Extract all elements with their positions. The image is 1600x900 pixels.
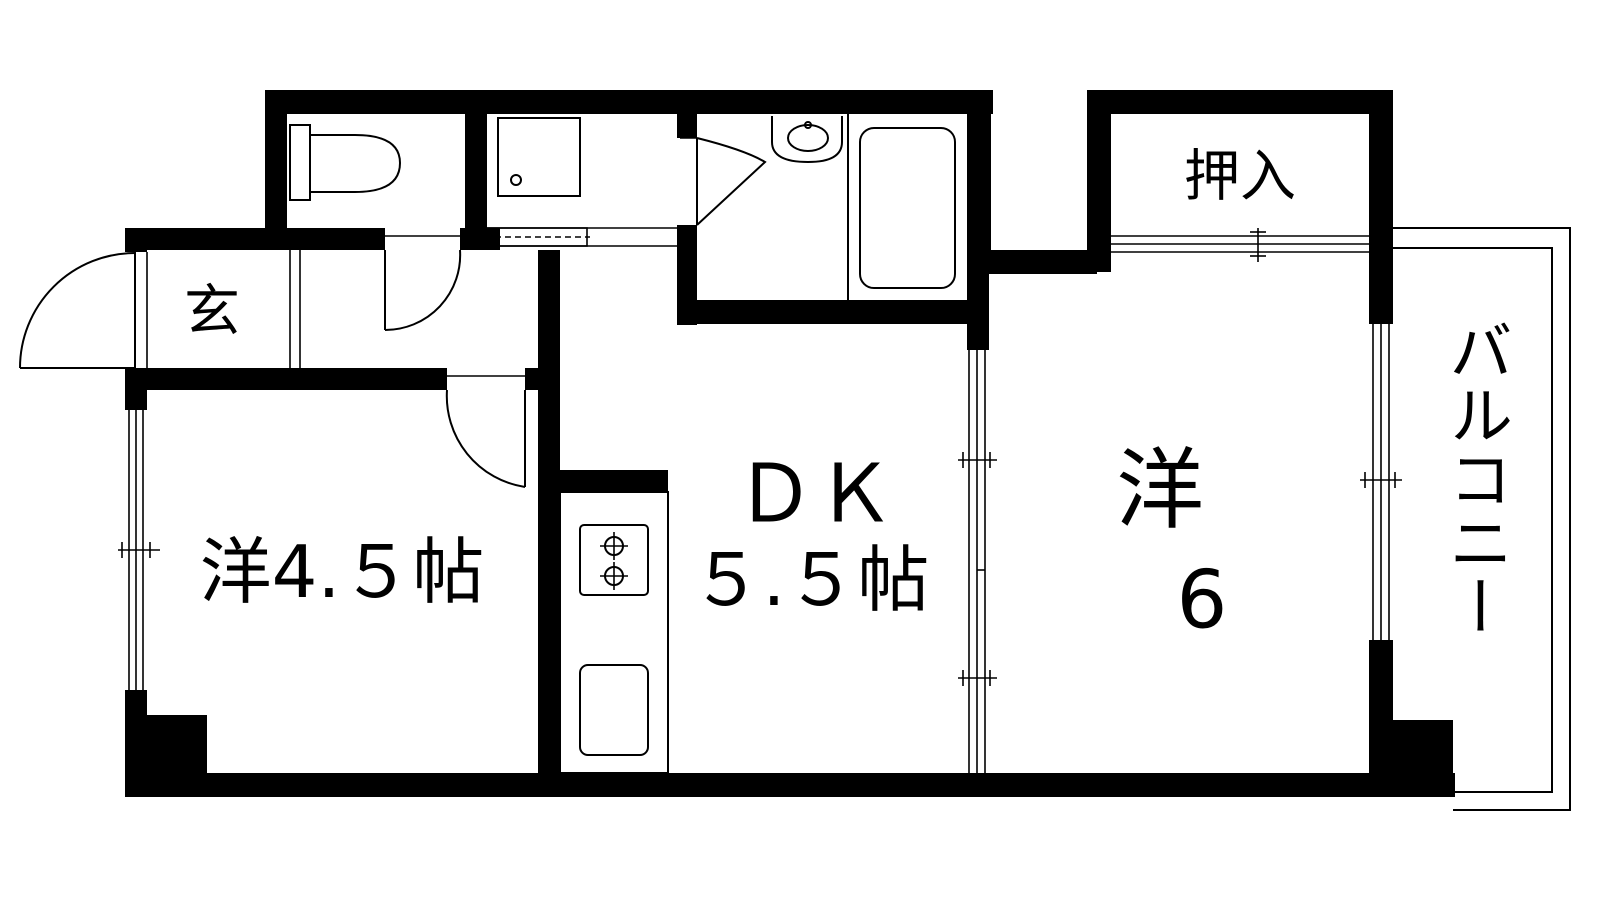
small-room-window	[118, 410, 160, 690]
large-western-room-title: 洋	[1116, 439, 1204, 542]
washroom-door	[680, 137, 767, 226]
oshiire-door	[1111, 228, 1369, 262]
balcony-label: バルコニー	[1438, 318, 1512, 638]
dk-title-label: ＤＫ	[735, 448, 895, 541]
washer-fixture	[486, 117, 677, 247]
small-room-door	[445, 375, 526, 488]
genkan-label: 玄	[184, 280, 240, 345]
balcony-window	[1360, 324, 1402, 640]
large-western-room-size: 6	[1177, 554, 1228, 647]
dk-size-label: ５.５帖	[691, 538, 930, 622]
wet-area-door	[384, 235, 462, 332]
dk-sliding-door	[958, 348, 997, 773]
oshiire-label: 押入	[1184, 145, 1296, 210]
sink-fixture	[771, 116, 843, 164]
kitchen-counter	[559, 491, 669, 774]
entrance-door	[19, 252, 148, 369]
bathtub-fixture	[847, 114, 956, 300]
balcony-railing	[1393, 227, 1571, 811]
room-labels: 玄 押入 バルコニー 洋4.５帖 ＤＫ ５.５帖 洋 6	[184, 145, 1512, 647]
toilet-fixture	[289, 124, 402, 201]
small-western-room-label: 洋4.５帖	[200, 530, 485, 614]
fixtures	[19, 114, 1571, 811]
walls	[125, 90, 1455, 797]
